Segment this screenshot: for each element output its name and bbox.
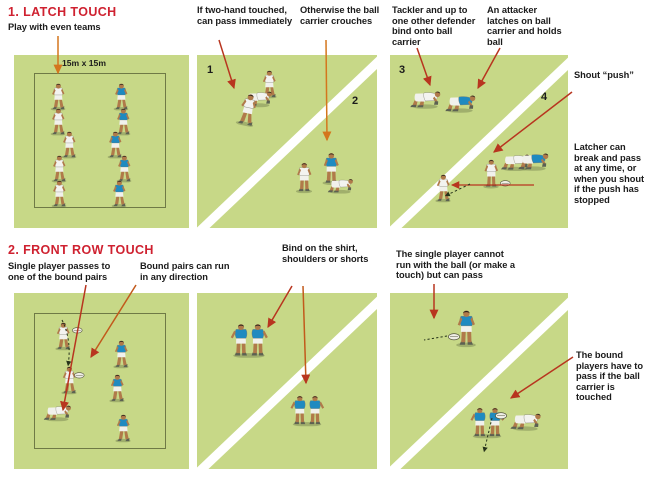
caption-single-player-passes: Single player passes to one of the bound… bbox=[8, 261, 111, 282]
panel-divider-diagonal bbox=[390, 55, 568, 228]
caption-shout-push: Shout “push” bbox=[574, 70, 634, 80]
player-white-latch-support bbox=[481, 159, 501, 193]
panel-number-2: 2 bbox=[352, 95, 359, 107]
caption-two-hand-touched: If two-hand touched, can pass immediatel… bbox=[197, 5, 293, 26]
player-blue-fr-3 bbox=[113, 414, 134, 447]
caption-attacker-latches: An attacker latches on ball carrier and … bbox=[487, 5, 562, 47]
caption-bind-on-shirt: Bind on the shirt, shoulders or shorts bbox=[282, 243, 369, 264]
player-white-support bbox=[259, 70, 280, 103]
player-blue-4 bbox=[114, 155, 134, 187]
caption-bound-players-pass: The bound players have to pass if the ba… bbox=[576, 350, 643, 403]
player-white-fr-2 bbox=[59, 366, 80, 399]
pitch-panel-bound-pairs bbox=[197, 293, 377, 469]
caption-ball-carrier-crouches: Otherwise the ball carrier crouches bbox=[300, 5, 380, 26]
section-heading-front-row-touch: 2. FRONT ROW TOUCH bbox=[8, 243, 154, 257]
panel-number-4: 4 bbox=[541, 91, 548, 103]
player-white-ballcarrier bbox=[231, 91, 263, 134]
player-blue-fr-1 bbox=[111, 340, 132, 373]
player-white-toucher bbox=[509, 408, 542, 436]
caption-latcher-can-break: Latcher can break and pass at any time, … bbox=[574, 142, 645, 205]
player-blue-1 bbox=[111, 83, 131, 115]
player-blue-5 bbox=[109, 180, 129, 212]
player-white-binder bbox=[409, 87, 442, 114]
panel-divider-diagonal bbox=[197, 55, 377, 228]
caption-tackler-bind: Tackler and up to one other defender bin… bbox=[392, 5, 476, 47]
player-white-defender-2 bbox=[294, 162, 315, 198]
bound-pair-front bbox=[289, 395, 326, 431]
player-blue-latcher bbox=[517, 149, 550, 176]
panel-number-1: 1 bbox=[207, 64, 214, 76]
pitch-panel-front-row-grid bbox=[14, 293, 189, 469]
pitch-panel-step-1-2 bbox=[197, 55, 377, 228]
player-blue-carrier-bound bbox=[444, 91, 477, 118]
player-blue-2 bbox=[113, 108, 133, 140]
caption-bound-pairs-run: Bound pairs can run in any direction bbox=[140, 261, 230, 282]
player-white-fr-3 bbox=[43, 401, 72, 426]
player-white-3 bbox=[59, 131, 79, 163]
field-size-label: 15m x 15m bbox=[62, 58, 106, 68]
panel-divider-diagonal bbox=[197, 293, 377, 469]
player-blue-3 bbox=[105, 131, 125, 163]
bound-pair-back bbox=[229, 323, 270, 363]
caption-play-with-even-teams: Play with even teams bbox=[8, 22, 101, 32]
pitch-panel-latch-grid bbox=[14, 55, 189, 228]
player-white-1 bbox=[48, 83, 68, 115]
player-white-2 bbox=[48, 108, 68, 140]
player-blue-single bbox=[453, 309, 478, 353]
pitch-panel-step-3-4 bbox=[390, 55, 568, 228]
panel-number-3: 3 bbox=[399, 64, 406, 76]
grid-boundary bbox=[34, 73, 166, 208]
player-white-fr-1 bbox=[53, 322, 74, 355]
player-white-crouch bbox=[327, 175, 354, 198]
caption-single-player-cannot-run: The single player cannot run with the ba… bbox=[396, 249, 515, 281]
section-heading-latch-touch: 1. LATCH TOUCH bbox=[8, 5, 117, 19]
player-white-5 bbox=[49, 180, 69, 212]
player-white-receiver bbox=[433, 174, 454, 207]
player-blue-fr-2 bbox=[107, 374, 128, 407]
